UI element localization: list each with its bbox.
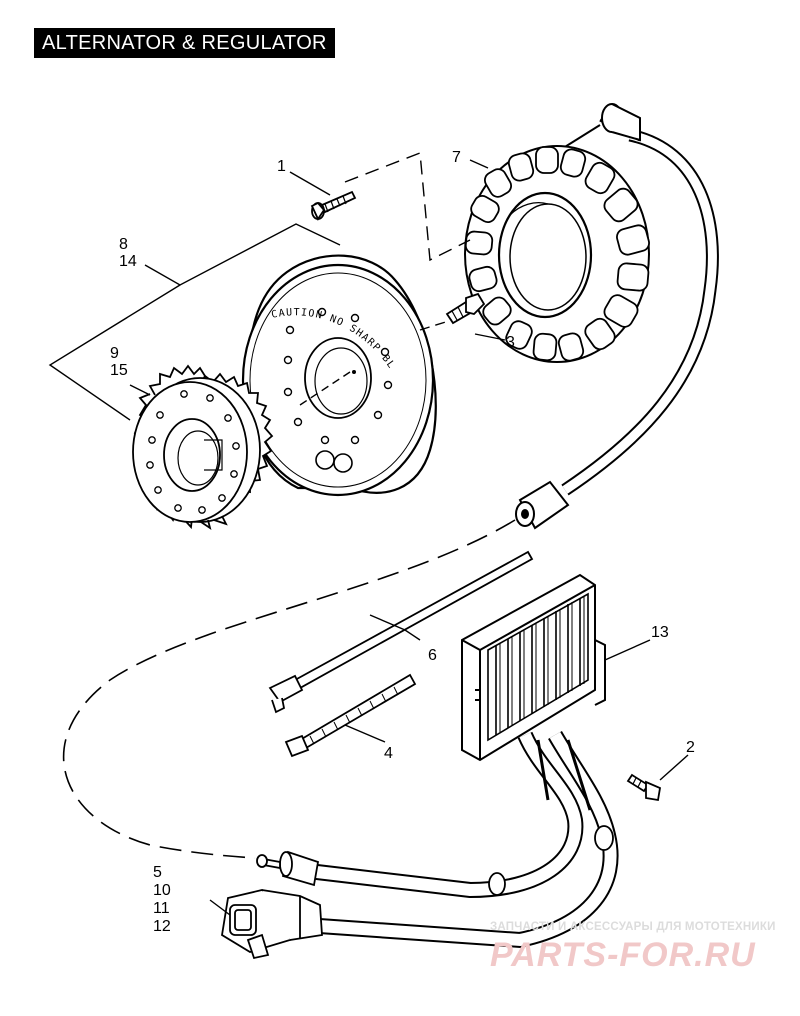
diagram-title-text: ALTERNATOR & REGULATOR (42, 31, 327, 54)
watermark-tagline: ЗАПЧАСТИ И АКСЕССУАРЫ ДЛЯ МОТОТЕХНИКИ (490, 921, 776, 933)
long-cable-strap (268, 550, 534, 714)
voltage-regulator (461, 573, 606, 762)
callout-8: 8 (119, 236, 128, 253)
rotor-screw (445, 292, 486, 325)
callout-11: 11 (153, 900, 170, 917)
sprocket (132, 364, 274, 531)
short-cable-strap (284, 673, 417, 758)
wire-route-dashed (62, 519, 516, 859)
callout-12: 12 (153, 918, 171, 935)
callout-3: 3 (506, 334, 515, 351)
ring-terminal-connector (256, 850, 320, 887)
leader-lines (48, 152, 689, 916)
stator-connector-plug (559, 103, 641, 151)
callout-4: 4 (384, 745, 393, 762)
stator-screw (310, 190, 357, 221)
callout-14: 14 (119, 253, 137, 270)
callout-15: 15 (110, 362, 128, 379)
multi-pin-connector (221, 889, 323, 960)
wire-grommet (515, 480, 570, 530)
watermark-logo: PARTS-FOR.RU (490, 936, 756, 974)
callout-6: 6 (428, 647, 437, 664)
callout-5: 5 (153, 864, 162, 881)
stator (464, 145, 650, 363)
diagram-title: ALTERNATOR & REGULATOR (34, 28, 335, 58)
callout-7: 7 (452, 149, 461, 166)
callout-1: 1 (277, 158, 286, 175)
rotor-caution-text: CAUTION NO SHARP BLOWS (0, 0, 397, 371)
callout-13: 13 (651, 624, 669, 641)
regulator-cables (299, 731, 619, 949)
regulator-screw (626, 773, 662, 802)
callout-2: 2 (686, 739, 695, 756)
callout-9: 9 (110, 345, 119, 362)
callout-10: 10 (153, 882, 171, 899)
rotor (241, 254, 437, 497)
